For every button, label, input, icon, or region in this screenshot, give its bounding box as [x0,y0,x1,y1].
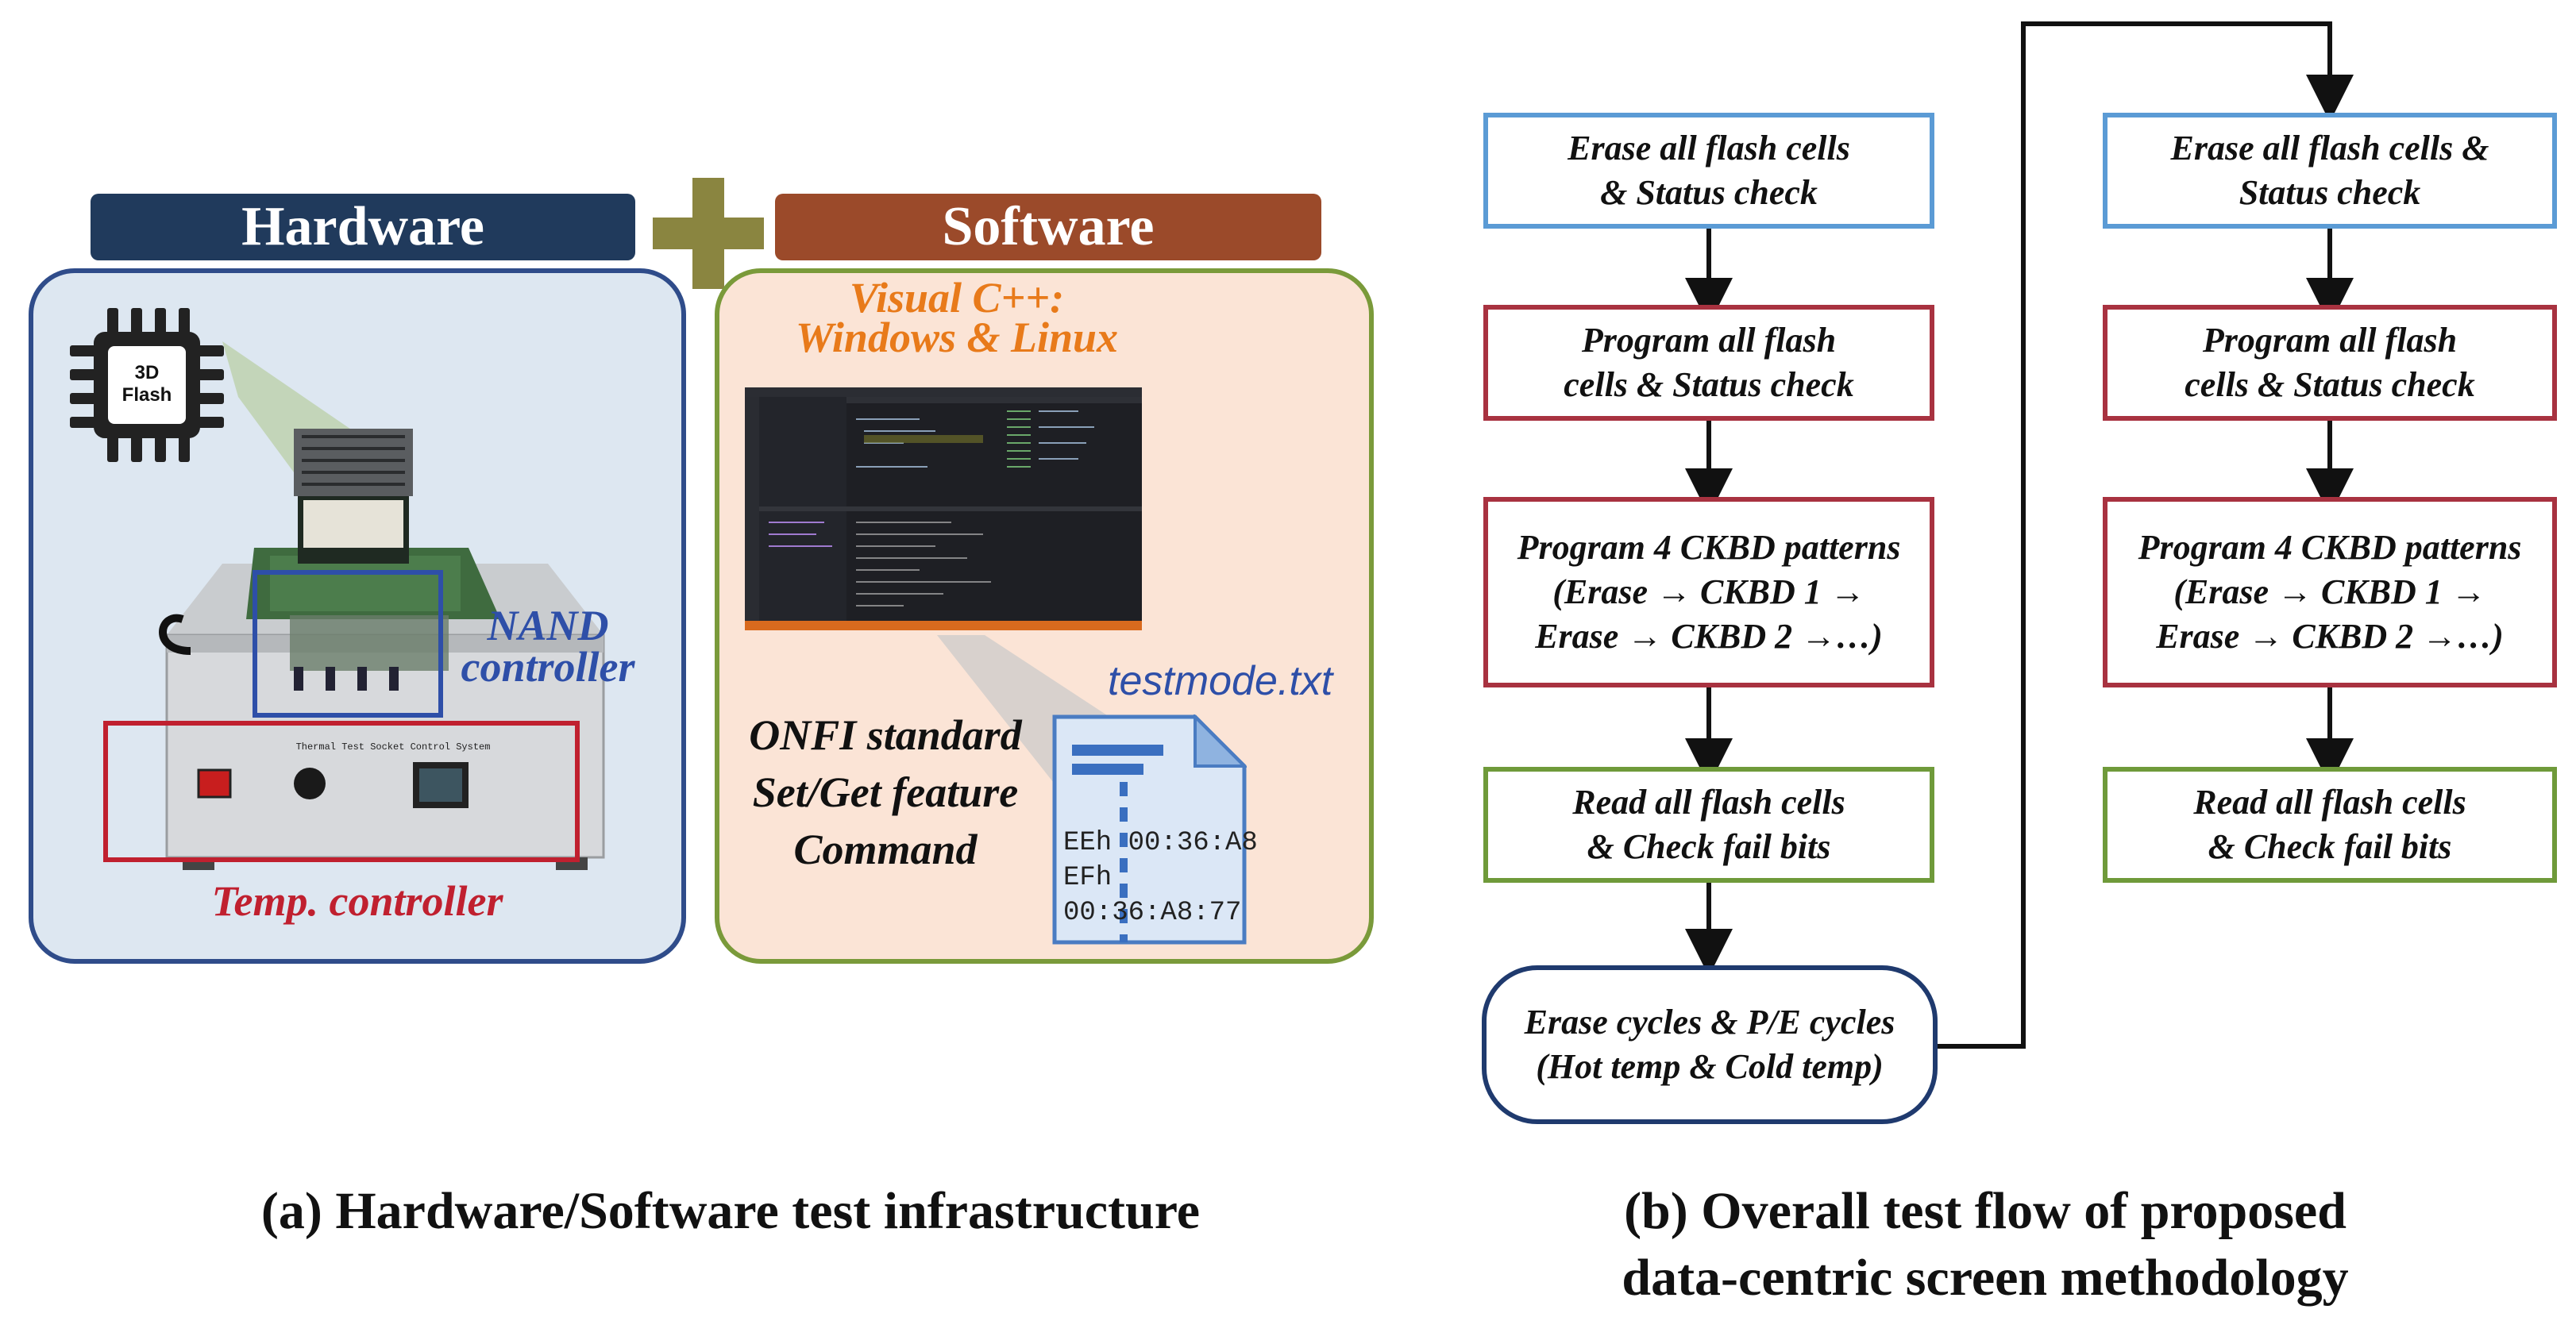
file-line-2: EFh [1063,863,1113,893]
flow-left-3-line3: Erase → CKBD 2 →…) [1535,617,1883,656]
flow-left-read-box: Read all flash cells & Check fail bits [1483,767,1934,883]
chip-label-line2: Flash [121,384,172,406]
flow-right-ckbd-box: Program 4 CKBD patterns (Erase → CKBD 1 … [2103,497,2557,687]
flow-right-4-line2: & Check fail bits [2208,827,2452,866]
flow-left-program-box: Program all flash cells & Status check [1483,305,1934,421]
device-plate-label: Thermal Test Socket Control System [295,741,491,753]
hardware-header: Hardware [91,194,635,260]
ide-label-line2: Windows & Linux [795,314,1119,361]
onfi-label-line2: Set/Get feature [752,768,1019,816]
flow-right-2-line2: cells & Status check [2185,365,2475,404]
file-line-3: 00:36:A8:77 [1063,898,1242,928]
flow-left-4-line1: Read all flash cells [1572,783,1845,822]
caption-right-line2: data-centric screen methodology [1622,1249,2349,1307]
ide-screenshot [745,387,1142,630]
flow-left-5-line1: Erase cycles & P/E cycles [1524,1003,1895,1042]
software-header: Software [775,194,1321,260]
file-name-label: testmode.txt [1108,658,1333,704]
chip-label-line1: 3D [134,362,160,383]
flow-right-read-box: Read all flash cells & Check fail bits [2103,767,2557,883]
nand-label-line1: NAND [487,602,609,649]
temp-controller-label: Temp. controller [211,877,503,925]
flow-right-erase-box: Erase all flash cells & Status check [2103,113,2557,229]
temp-controller-highlight [103,721,580,862]
flow-right-4-line1: Read all flash cells [2193,783,2466,822]
flow-left-1-line1: Erase all flash cells [1568,129,1850,168]
flow-left-2-line1: Program all flash [1581,321,1837,360]
flow-right-2-line1: Program all flash [2202,321,2458,360]
flow-right-1-line2: Status check [2239,173,2421,212]
onfi-label-line3: Command [793,826,978,873]
nand-controller-highlight [253,570,443,718]
flow-left-erase-box: Erase all flash cells & Status check [1483,113,1934,229]
flow-left-cycles-box: Erase cycles & P/E cycles (Hot temp & Co… [1482,965,1938,1124]
flow-left-2-line2: cells & Status check [1564,365,1854,404]
flow-right-1-line1: Erase all flash cells & [2170,129,2489,168]
flow-right-3-line3: Erase → CKBD 2 →…) [2156,617,2504,656]
document-icon: EEh 00:36:A8 EFh 00:36:A8:77 [1052,713,1258,945]
flow-left-1-line2: & Status check [1600,173,1818,212]
plus-icon [653,178,764,289]
flow-left-4-line2: & Check fail bits [1587,827,1831,866]
nand-label-line2: controller [461,643,635,691]
flow-right-3-line1: Program 4 CKBD patterns [2138,528,2522,567]
flow-right-program-box: Program all flash cells & Status check [2103,305,2557,421]
flow-left-3-line2: (Erase → CKBD 1 → [1552,572,1865,611]
flow-left-ckbd-box: Program 4 CKBD patterns (Erase → CKBD 1 … [1483,497,1934,687]
flow-left-5-line2: (Hot temp & Cold temp) [1536,1047,1884,1086]
ide-label-line1: Visual C++: [849,274,1065,322]
onfi-label-line1: ONFI standard [749,711,1022,759]
file-line-1: EEh 00:36:A8 [1063,828,1258,858]
test-device-photo: Thermal Test Socket Control System [135,413,619,889]
flow-right-3-line2: (Erase → CKBD 1 → [2173,572,2486,611]
caption-right-line1: (b) Overall test flow of proposed [1624,1182,2347,1240]
flow-left-3-line1: Program 4 CKBD patterns [1517,528,1901,567]
flash-chip-icon: 3D Flash [64,302,230,468]
caption-left: (a) Hardware/Software test infrastructur… [260,1182,1201,1240]
